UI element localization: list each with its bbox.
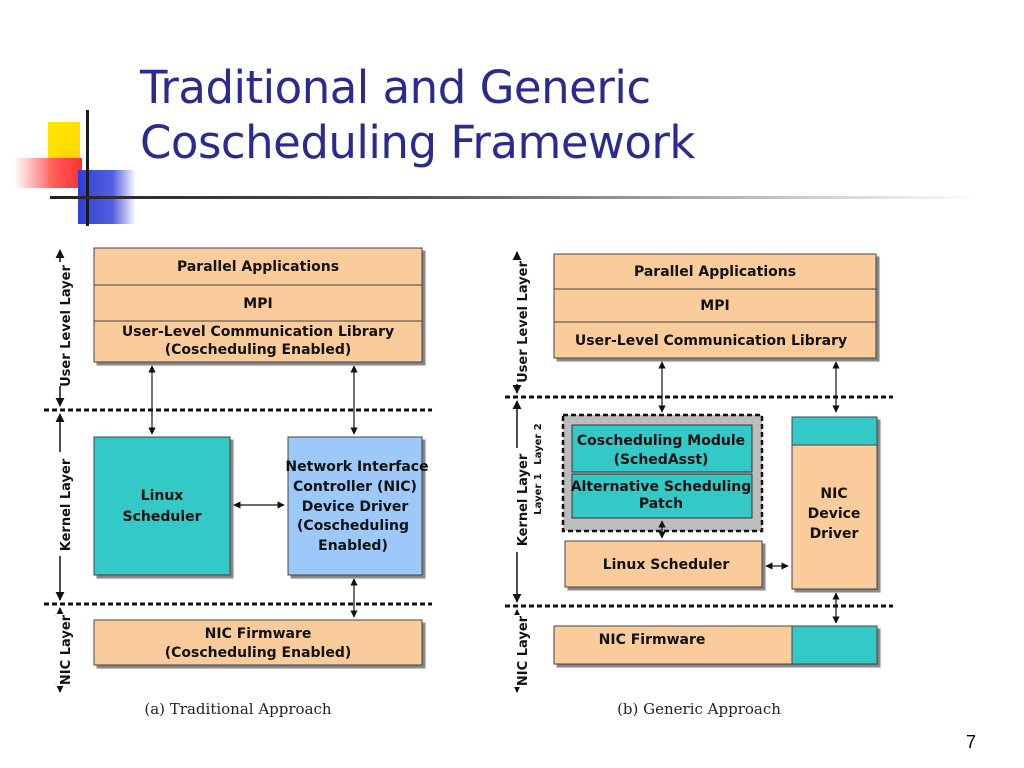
layer-label-user-b: User Level Layer: [516, 261, 531, 383]
linux-scheduler-b: Linux Scheduler: [603, 557, 730, 573]
box-mpi-b: MPI: [700, 298, 729, 314]
box-ulcl-line1: User-Level Communication Library: [122, 324, 394, 340]
nic-driver-b-line1: NIC: [820, 486, 847, 502]
box-linux-scheduler-b: [564, 540, 763, 588]
generic-approach-diagram: User Level Layer Kernel Layer NIC Layer …: [505, 251, 893, 718]
alt-patch-line1: Alternative Scheduling: [571, 479, 752, 495]
alt-patch-line2: Patch: [639, 496, 683, 512]
caption-traditional: (a) Traditional Approach: [144, 700, 332, 718]
user-level-stack-b: [553, 253, 877, 359]
box-parallel-applications: Parallel Applications: [177, 259, 339, 275]
nic-firmware-line2: (Coscheduling Enabled): [165, 645, 352, 661]
cosched-module-line2: (SchedAsst): [614, 452, 709, 468]
layer-label-kernel-b: Kernel Layer: [516, 453, 531, 546]
traditional-approach-diagram: User Level Layer Kernel Layer NIC Layer …: [44, 247, 432, 718]
linux-scheduler-line2: Scheduler: [122, 509, 201, 525]
layer-label-user: User Level Layer: [59, 265, 74, 387]
layer-label-nic: NIC Layer: [59, 614, 74, 685]
nic-firmware-module-cap: [791, 625, 878, 665]
box-linux-scheduler: [93, 436, 231, 576]
slide-title-line2: Coscheduling Framework: [140, 116, 695, 169]
nic-driver-line5: Enabled): [318, 538, 388, 554]
box-nic-device-driver: [287, 436, 423, 576]
box-nic-firmware: [93, 619, 423, 666]
nic-driver-line1: Network Interface: [285, 459, 428, 475]
nic-driver-line4: (Coscheduling: [297, 518, 409, 534]
sublayer-label-1: Layer 1: [533, 473, 544, 515]
linux-scheduler-line1: Linux: [141, 488, 184, 504]
sublayer-label-2: Layer 2: [533, 423, 544, 465]
box-nic-device-driver-b: [791, 416, 878, 590]
nic-driver-b-line3: Driver: [810, 526, 859, 542]
title-underline: [50, 196, 980, 199]
box-ulcl-b: User-Level Communication Library: [575, 333, 847, 349]
layer-label-kernel: Kernel Layer: [59, 458, 74, 551]
cosched-module-line1: Coscheduling Module: [577, 433, 745, 449]
box-coscheduling-module: [571, 424, 753, 473]
title-decoration-red: [14, 158, 82, 188]
box-mpi: MPI: [243, 296, 272, 312]
box-ulcl-line2: (Coscheduling Enabled): [165, 342, 352, 358]
box-parallel-applications-b: Parallel Applications: [634, 264, 796, 280]
nic-firmware-line1: NIC Firmware: [205, 626, 312, 642]
slide-title: Traditional and Generic Coscheduling Fra…: [140, 60, 1000, 170]
layer-label-nic-b: NIC Layer: [516, 615, 531, 686]
box-alternative-scheduling-patch: [571, 473, 753, 519]
caption-generic: (b) Generic Approach: [617, 700, 781, 718]
title-decoration-line: [86, 110, 89, 226]
nic-driver-line3: Device Driver: [302, 499, 409, 515]
user-level-stack: [93, 247, 423, 363]
nic-firmware-b: NIC Firmware: [599, 632, 706, 648]
nic-driver-line2: Controller (NIC): [293, 479, 417, 495]
nic-driver-module-cap: [791, 416, 878, 446]
slide-title-line1: Traditional and Generic: [140, 61, 651, 114]
page-number: 7: [965, 732, 976, 752]
nic-driver-b-line2: Device: [808, 506, 861, 522]
